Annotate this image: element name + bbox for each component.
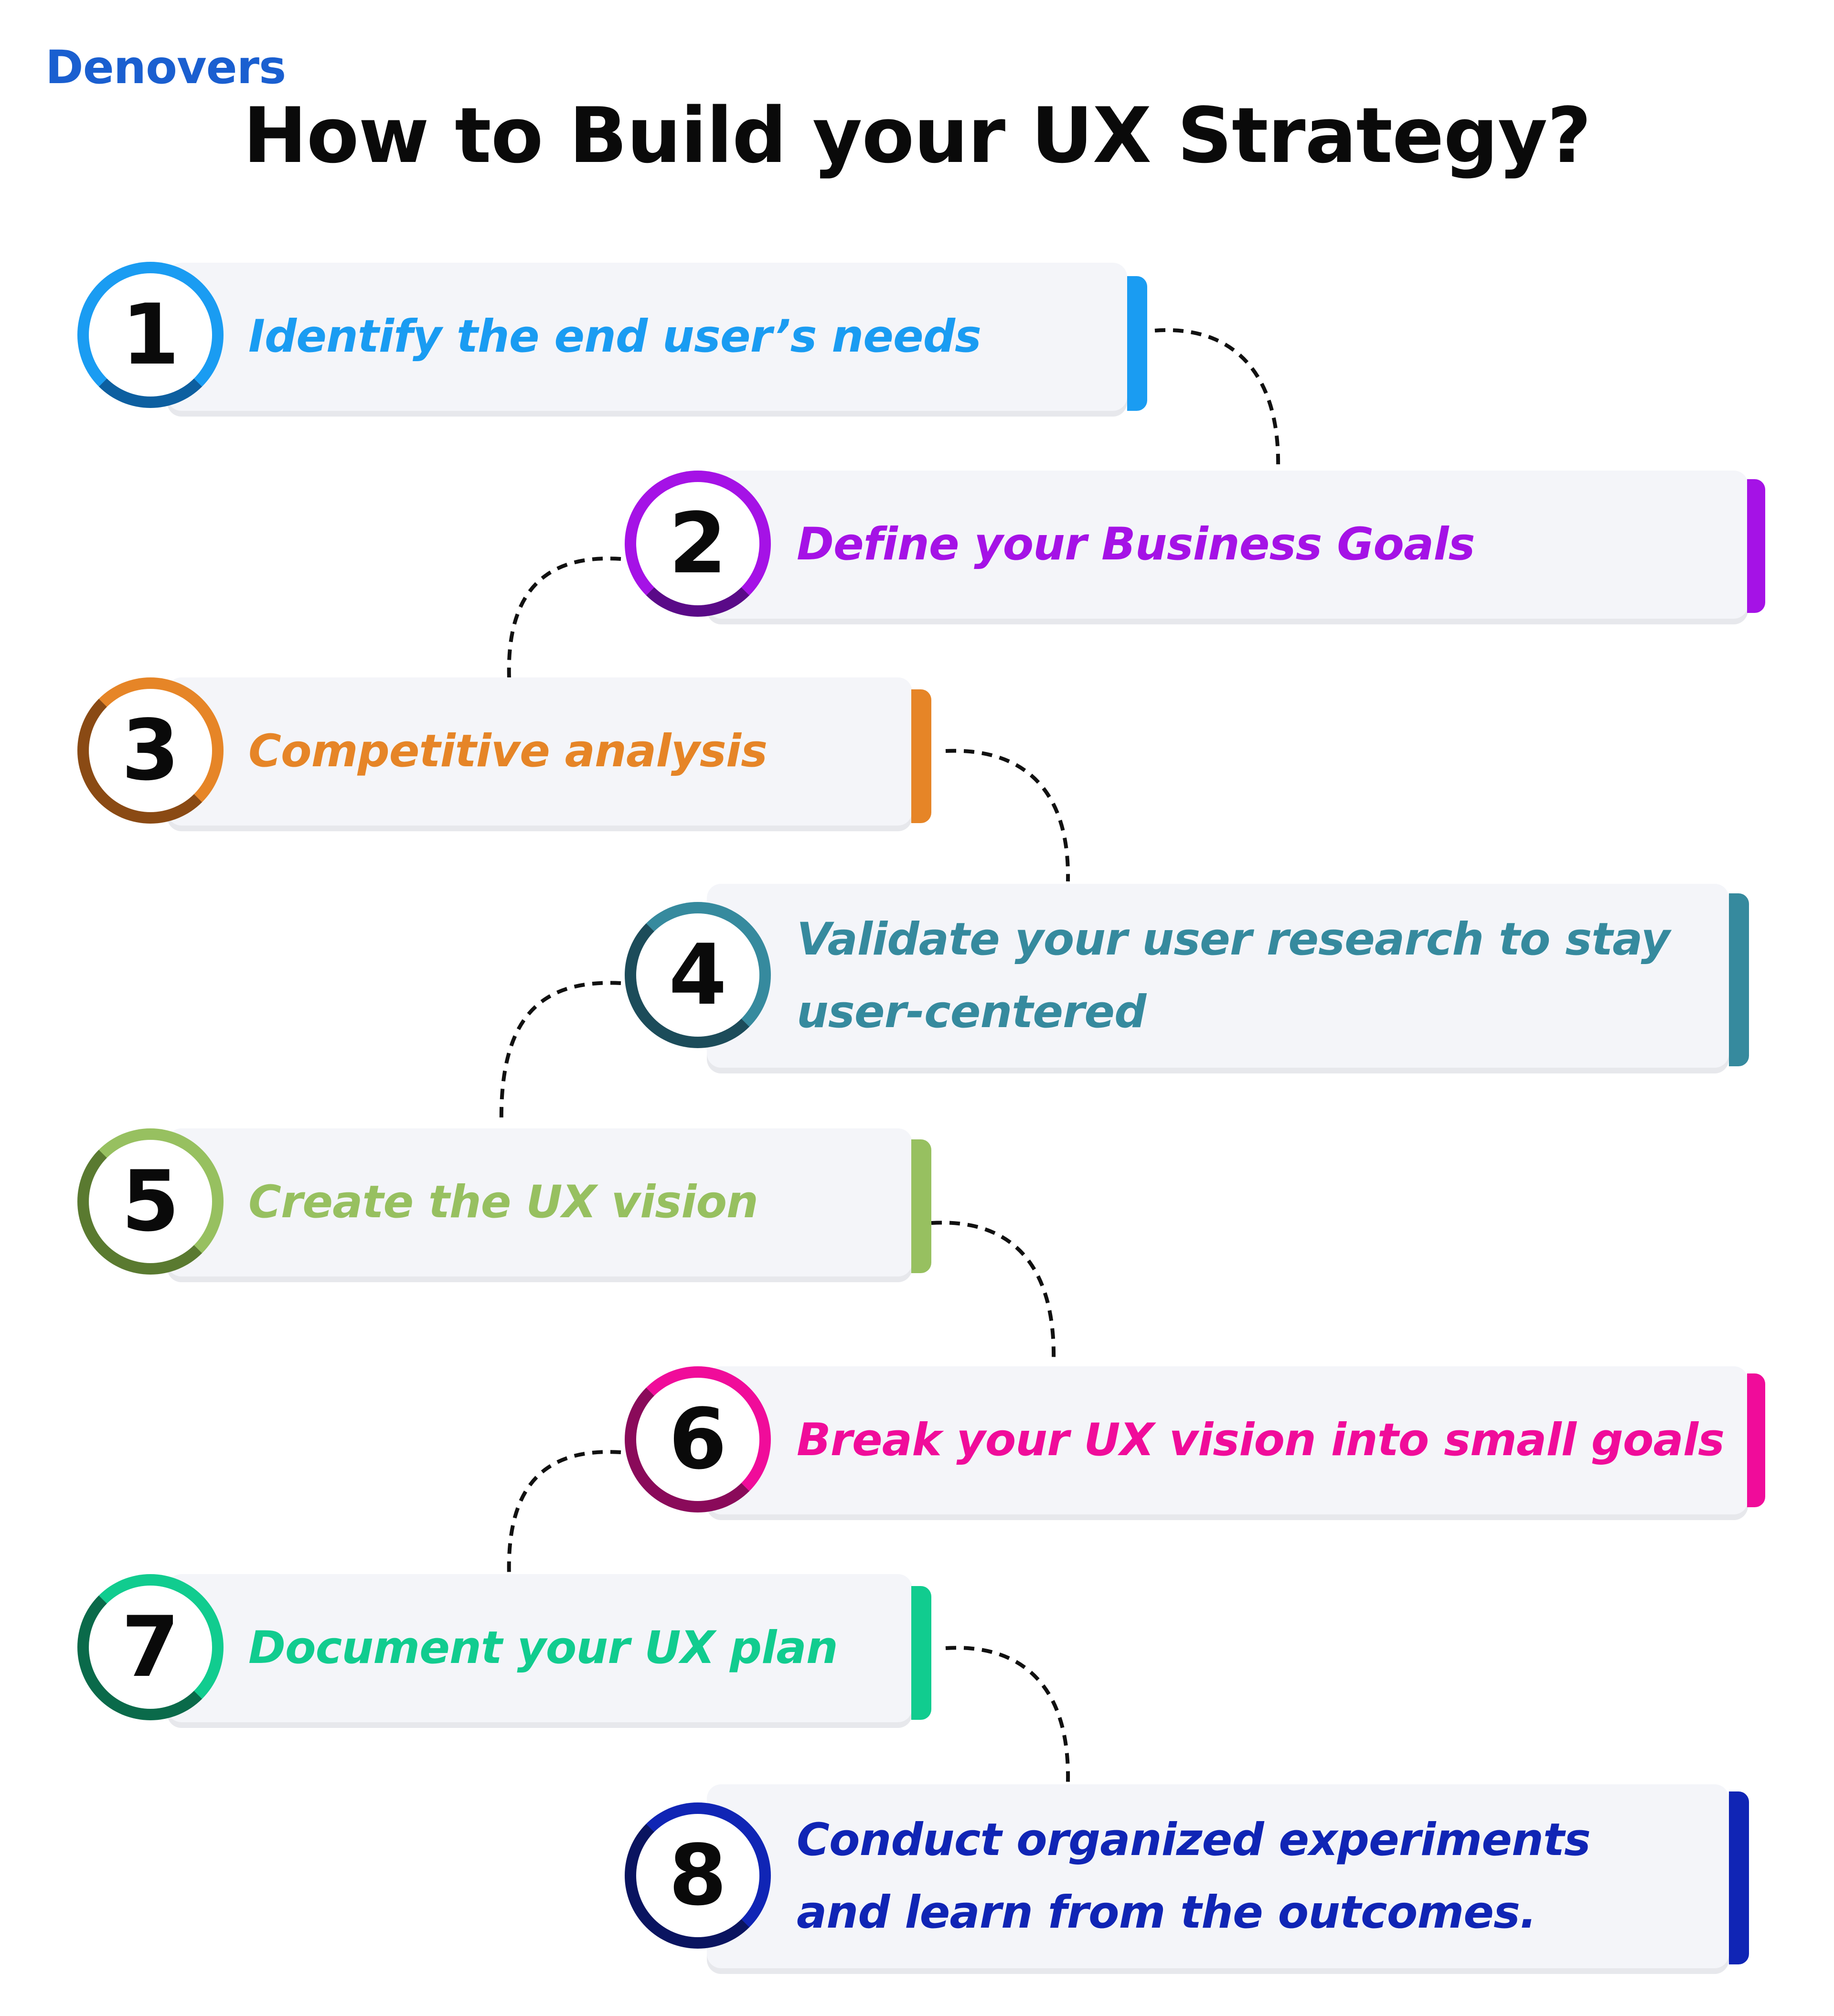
step-number-badge: 7 <box>77 1574 224 1720</box>
connector-6-7 <box>507 1450 621 1577</box>
step-accent-bar <box>911 1139 931 1273</box>
step-number: 1 <box>121 286 180 384</box>
step-number-badge: 6 <box>625 1366 771 1512</box>
step-accent-bar <box>1729 893 1749 1066</box>
step-text: Create the UX vision <box>248 1176 758 1228</box>
step-text: Conduct organized experiments and learn … <box>797 1813 1591 1939</box>
step-text: Identify the end user’s needs <box>248 311 981 363</box>
step-text: Document your UX plan <box>248 1622 838 1674</box>
step-card <box>707 1784 1729 1968</box>
step-number-badge: 4 <box>625 902 771 1048</box>
step-accent-bar <box>1747 479 1765 613</box>
step-number-badge: 5 <box>77 1128 224 1275</box>
step-accent-bar <box>1729 1791 1749 1964</box>
page-title: How to Build your UX Strategy? <box>243 91 1591 180</box>
step-accent-bar <box>911 689 931 823</box>
step-accent-bar <box>1747 1373 1765 1507</box>
step-card <box>167 263 1127 411</box>
step-card <box>167 677 912 826</box>
step-number: 6 <box>669 1391 727 1488</box>
connector-3-4 <box>945 749 1070 882</box>
step-card <box>707 471 1748 619</box>
step-accent-bar <box>1127 276 1147 411</box>
step-accent-bar <box>911 1586 931 1720</box>
connector-7-8 <box>945 1646 1070 1782</box>
step-number-badge: 1 <box>77 262 224 408</box>
step-text: Break your UX vision into small goals <box>797 1414 1725 1466</box>
step-text: Competitive analysis <box>248 725 768 777</box>
step-number-badge: 3 <box>77 677 224 824</box>
connector-2-3 <box>507 557 621 679</box>
step-number-badge: 8 <box>625 1802 771 1949</box>
step-number-badge: 2 <box>625 471 771 617</box>
step-number: 8 <box>669 1827 727 1924</box>
brand-logo: Denovers <box>45 41 286 94</box>
step-text: Validate your user research to stay user… <box>797 913 1670 1038</box>
connector-1-2 <box>1154 328 1280 469</box>
step-card <box>707 884 1729 1068</box>
step-number: 3 <box>121 702 180 799</box>
step-text: Define your Business Goals <box>797 518 1475 570</box>
step-card <box>167 1574 912 1722</box>
step-number: 2 <box>669 495 727 592</box>
step-card <box>167 1128 912 1276</box>
connector-5-6 <box>931 1221 1056 1362</box>
step-number: 5 <box>121 1153 180 1250</box>
step-card <box>707 1366 1748 1514</box>
step-number: 7 <box>121 1598 180 1696</box>
step-number: 4 <box>669 926 727 1024</box>
connector-4-5 <box>499 981 621 1126</box>
